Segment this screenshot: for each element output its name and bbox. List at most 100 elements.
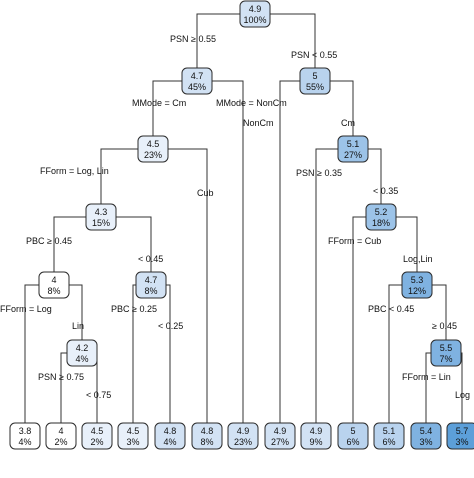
node-value: 5.1 <box>347 139 360 149</box>
edge-split-label: MMode = NonCm <box>216 98 287 108</box>
node-value: 5.3 <box>411 275 424 285</box>
split-node: 4.78% <box>135 271 167 299</box>
node-value: 5 <box>312 71 317 81</box>
split-node: 4.745% <box>181 67 213 95</box>
leaf-node: 3.84% <box>9 422 41 450</box>
split-node: 48% <box>38 271 70 299</box>
tree-edge <box>212 80 244 423</box>
node-box <box>45 422 77 450</box>
split-node: 5.312% <box>401 271 433 299</box>
tree-edge <box>60 352 67 423</box>
split-node: 5.218% <box>365 203 397 231</box>
edge-split-label: FForm = Lin <box>402 372 451 382</box>
leaf-node: 4.99% <box>300 422 332 450</box>
node-percent: 2% <box>90 437 103 447</box>
split-node: 4.24% <box>66 339 98 367</box>
node-percent: 27% <box>344 150 362 160</box>
node-percent: 6% <box>346 437 359 447</box>
edge-split-label: PSN < 0.55 <box>291 50 337 60</box>
leaf-node: 5.16% <box>373 422 405 450</box>
tree-edge <box>396 216 418 272</box>
node-percent: 8% <box>144 286 157 296</box>
tree-edge <box>69 284 83 340</box>
edge-split-label: PSN ≥ 0.75 <box>38 372 84 382</box>
edge-split-label: < 0.75 <box>86 390 111 400</box>
node-box <box>191 422 223 450</box>
tree-edge <box>53 216 86 272</box>
tree-edge <box>352 216 366 423</box>
node-percent: 4% <box>18 437 31 447</box>
node-value: 4.3 <box>95 207 108 217</box>
edges-layer <box>24 13 463 423</box>
edge-split-label: NonCm <box>243 118 274 128</box>
node-value: 4.5 <box>91 426 104 436</box>
tree-edge <box>152 80 182 136</box>
leaf-node: 4.52% <box>81 422 113 450</box>
node-value: 4.9 <box>237 426 250 436</box>
tree-edge <box>388 284 402 423</box>
tree-edge <box>432 284 447 340</box>
tree-edge <box>116 216 152 272</box>
node-percent: 4% <box>75 354 88 364</box>
node-percent: 2% <box>54 437 67 447</box>
node-box <box>365 203 397 231</box>
node-value: 4.5 <box>147 139 160 149</box>
leaf-node: 4.84% <box>154 422 186 450</box>
tree-edge <box>132 284 136 423</box>
node-value: 4 <box>58 426 63 436</box>
edge-split-label: Cm <box>341 118 355 128</box>
edge-split-label: PSN ≥ 0.55 <box>170 34 216 44</box>
node-value: 4.2 <box>76 343 89 353</box>
node-box <box>85 203 117 231</box>
edge-split-label: FForm = Log, Lin <box>40 166 109 176</box>
tree-edge <box>315 148 338 423</box>
edge-split-label: < 0.45 <box>138 254 163 264</box>
tree-edge <box>168 148 208 423</box>
edge-split-label: PBC < 0.45 <box>368 304 414 314</box>
tree-edge <box>100 148 138 204</box>
node-value: 5.5 <box>440 343 453 353</box>
node-value: 4.9 <box>274 426 287 436</box>
leaf-node: 56% <box>337 422 369 450</box>
node-percent: 3% <box>126 437 139 447</box>
edge-split-label: MMode = Cm <box>132 98 186 108</box>
leaf-node: 4.923% <box>227 422 259 450</box>
node-value: 5.1 <box>383 426 396 436</box>
node-box <box>227 422 259 450</box>
tree-edge <box>279 80 300 423</box>
node-box <box>300 422 332 450</box>
edge-split-label: FForm = Cub <box>328 236 381 246</box>
split-node: 555% <box>299 67 331 95</box>
split-node: 5.127% <box>337 135 369 163</box>
node-value: 5.4 <box>420 426 433 436</box>
node-box <box>401 271 433 299</box>
leaf-node: 5.73% <box>446 422 474 450</box>
node-box <box>239 0 271 28</box>
node-box <box>299 67 331 95</box>
leaf-node: 4.53% <box>117 422 149 450</box>
node-value: 4.8 <box>201 426 214 436</box>
tree-edge <box>166 284 171 423</box>
node-box <box>117 422 149 450</box>
tree-edge <box>24 284 39 423</box>
node-value: 5 <box>350 426 355 436</box>
edge-split-label: < 0.25 <box>158 321 183 331</box>
node-value: 4.7 <box>145 275 158 285</box>
edge-split-label: PSN ≥ 0.35 <box>296 168 342 178</box>
node-percent: 8% <box>47 286 60 296</box>
node-box <box>154 422 186 450</box>
nodes-layer: 4.9100%4.745%555%4.523%5.127%4.315%5.218… <box>9 0 474 450</box>
node-box <box>410 422 442 450</box>
node-percent: 7% <box>439 354 452 364</box>
node-value: 3.8 <box>19 426 32 436</box>
node-value: 5.7 <box>456 426 469 436</box>
node-box <box>66 339 98 367</box>
node-percent: 23% <box>234 437 252 447</box>
edge-split-label: Log <box>455 390 470 400</box>
tree-edge <box>270 13 316 68</box>
node-percent: 6% <box>382 437 395 447</box>
edge-split-label: FForm = Log <box>0 304 52 314</box>
node-percent: 23% <box>144 150 162 160</box>
